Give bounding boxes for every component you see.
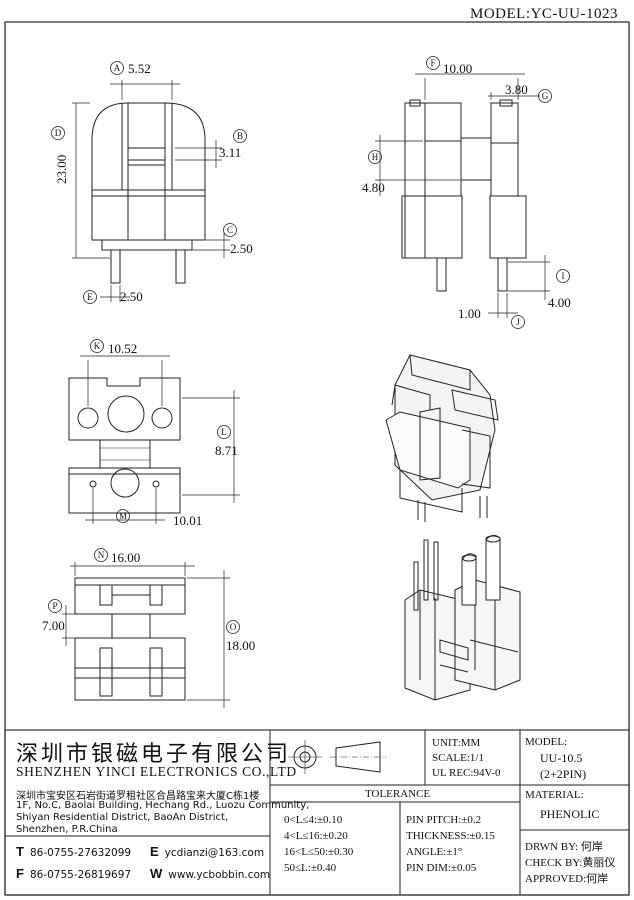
pin-config: (2+2PIN) <box>540 767 587 781</box>
fax-number: 86-0755-26819697 <box>29 869 132 881</box>
unit-label: UNIT:MM <box>432 737 481 749</box>
pin-pitch-tol: PIN PITCH:±0.2 <box>406 814 482 826</box>
address-en-3: Shenzhen, P.R.China <box>16 824 118 835</box>
email-letter: E <box>150 844 159 859</box>
web-address: www.ycbobbin.com <box>168 869 271 881</box>
contact-phone: T 86-0755-27632099 <box>16 844 131 859</box>
tolerance-label: TOLERANCE <box>365 788 431 800</box>
fax-letter: F <box>16 866 24 881</box>
approved-by: APPROVED:何岸 <box>525 873 609 885</box>
phone-number: 86-0755-27632099 <box>29 847 132 859</box>
model-header: MODEL:YC-UU-1023 <box>470 6 618 22</box>
tolerance-row-4: 50≤L:±0.40 <box>284 862 337 874</box>
company-name-cn: 深圳市银磁电子有限公司 <box>16 742 292 767</box>
side-view <box>375 73 550 318</box>
pin-dim-tol: PIN DIM:±0.05 <box>406 862 477 874</box>
model-label: MODEL: <box>525 736 568 748</box>
bottom-view <box>62 562 230 708</box>
email-address: ycdianzi@163.com <box>164 847 265 859</box>
material-label: MATERIAL: <box>525 789 584 801</box>
ul-rec-label: UL REC:94V-0 <box>432 767 501 779</box>
model-value: UU-10.5 <box>540 751 583 765</box>
scale-label: SCALE:1/1 <box>432 752 484 764</box>
address-cn: 深圳市宝安区石岩街道罗租社区合昌路宝来大厦C栋1楼 <box>16 791 260 802</box>
thickness-tol: THICKNESS:±0.15 <box>406 830 495 842</box>
address-en-1: 1F, No.C, Baolai Building, Hechang Rd., … <box>16 800 310 811</box>
checked-by: CHECK BY:黄丽仪 <box>525 857 616 869</box>
tolerance-row-2: 4<L≤16:±0.20 <box>284 830 348 842</box>
drawn-by: DRWN BY: 何岸 <box>525 841 603 853</box>
material-value: PHENOLIC <box>540 807 600 821</box>
phone-letter: T <box>16 844 24 859</box>
contact-fax: F 86-0755-26819697 <box>16 866 131 881</box>
tolerance-row-3: 16<L≤50:±0.30 <box>284 846 354 858</box>
top-view <box>68 355 240 524</box>
angle-tol: ANGLE:±1° <box>406 846 463 858</box>
front-view <box>72 80 230 302</box>
title-block <box>4 729 630 896</box>
web-letter: W <box>150 866 163 881</box>
tolerance-row-1: 0<L≤4:±0.10 <box>284 814 343 826</box>
isometric-view-top <box>385 354 499 522</box>
company-name-en: SHENZHEN YINCI ELECTRONICS CO.,LTD <box>16 764 297 779</box>
address-en-2: Shiyan Residential District, BaoAn Distr… <box>16 812 229 823</box>
isometric-view-bottom <box>404 534 521 701</box>
